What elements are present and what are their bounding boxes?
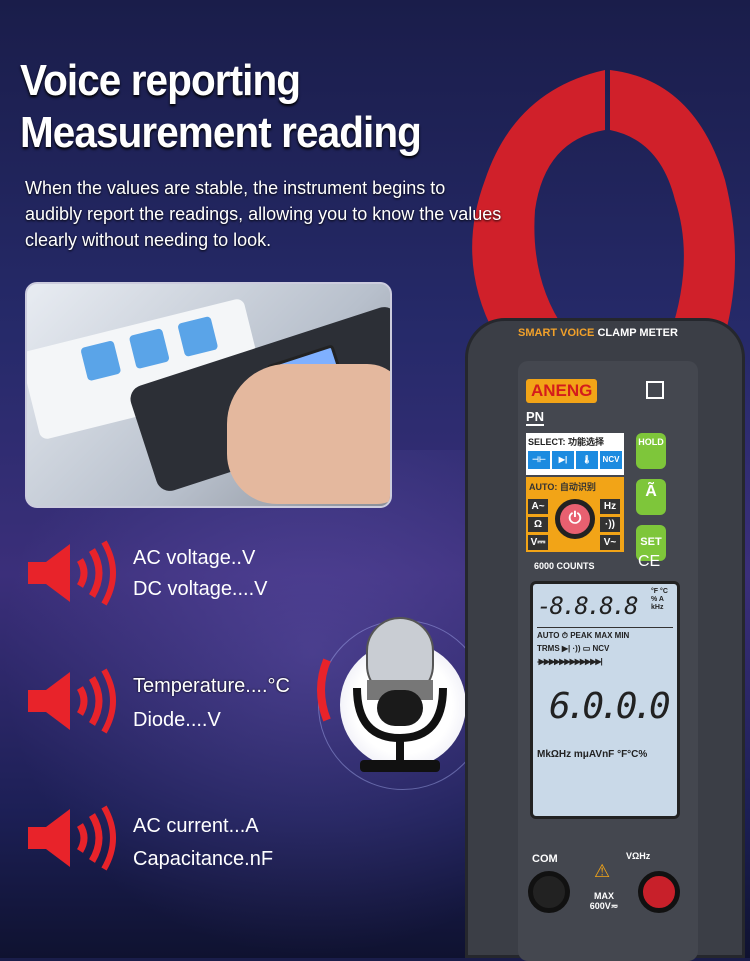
headline: Voice reporting Measurement reading — [20, 55, 422, 159]
clamp-meter: SMART VOICE CLAMP METER ANENG PN SELECT:… — [465, 318, 745, 961]
usage-photo — [25, 282, 392, 508]
header-white: CLAMP METER — [597, 327, 678, 339]
double-insulation-icon — [646, 381, 664, 399]
lcd-top: -8.8.8.8 °F °C % A kHz — [537, 588, 673, 628]
hand — [227, 364, 390, 504]
feature-label: AC voltage..V — [133, 547, 256, 569]
main-reading: 6.0.0.0 — [549, 686, 671, 727]
v-label: VΩHz — [626, 851, 651, 861]
headline-line-1: Voice reporting — [20, 56, 301, 105]
capacitance-icon: ⊣⊢ — [528, 451, 550, 469]
v-jack[interactable] — [638, 871, 680, 913]
feature-label: DC voltage....V — [133, 578, 268, 600]
top-reading: -8.8.8.8 — [537, 592, 639, 620]
select-label: SELECT: 功能选择 — [528, 437, 605, 447]
mode-tag: ·)) — [600, 517, 620, 532]
speaker-icon — [28, 668, 116, 734]
counts-label: 6000 COUNTS — [534, 561, 595, 571]
feature-label: Capacitance.nF — [133, 848, 274, 870]
meter-face: ANENG PN SELECT: 功能选择 ⊣⊢ ▶| 🌡 NCV AUTO: … — [518, 361, 698, 961]
ce-mark: CE — [638, 553, 661, 570]
speaker-icon — [28, 540, 116, 606]
current-button[interactable]: Ã — [636, 479, 666, 515]
lcd-row-1: AUTO ⏱ PEAK MAX MIN — [537, 631, 630, 640]
hold-button[interactable]: HOLD — [636, 433, 666, 469]
select-panel: SELECT: 功能选择 ⊣⊢ ▶| 🌡 NCV — [526, 433, 624, 475]
warning-icon: ⚠ — [594, 861, 611, 881]
top-units: °F °C % A kHz — [651, 588, 668, 611]
com-jack[interactable] — [528, 871, 570, 913]
feature-label: Temperature....°C — [133, 675, 290, 697]
mode-tag: Hz — [600, 499, 620, 514]
bargraph: -▶▶▶▶▶▶▶▶▶▶▶▶| — [537, 657, 603, 666]
power-icon: ⏻ — [568, 510, 582, 527]
max-label: MAX 600V≂ — [589, 891, 619, 911]
diode-icon: ▶| — [552, 451, 574, 469]
mode-tag: V⎓ — [528, 535, 548, 550]
brand-logo: ANENG — [526, 379, 598, 403]
com-label: COM — [532, 853, 558, 865]
auto-panel: AUTO: 自动识别 A~ Ω V⎓ Hz ·)) V~ ⏻ — [526, 477, 624, 552]
header-orange: SMART VOICE — [518, 327, 595, 339]
model-label: PN — [526, 409, 545, 426]
mode-tag: A~ — [528, 499, 548, 514]
set-button[interactable]: SET — [636, 525, 666, 561]
ncv-icon: NCV — [600, 451, 622, 469]
auto-label: AUTO: 自动识别 — [529, 482, 596, 492]
feature-label: AC current...A — [133, 815, 259, 837]
headline-line-2: Measurement reading — [20, 108, 422, 157]
description: When the values are stable, the instrume… — [25, 178, 502, 250]
clamp-jaw — [472, 70, 735, 335]
thermometer-icon: 🌡 — [576, 451, 598, 469]
feature-label: Diode....V — [133, 709, 221, 731]
speaker-icon — [28, 805, 116, 871]
power-button[interactable]: ⏻ — [555, 499, 595, 539]
lcd-display: -8.8.8.8 °F °C % A kHz AUTO ⏱ PEAK MAX M… — [530, 581, 680, 819]
mode-tag: Ω — [528, 517, 548, 532]
bottom-units: MkΩHz mμAVnF °F°C% — [537, 749, 648, 760]
microphone-icon — [317, 617, 483, 772]
mode-tag: V~ — [600, 535, 620, 550]
lcd-row-2: TRMS ▶| ·)) ▭ NCV — [537, 644, 610, 653]
meter-header: SMART VOICE CLAMP METER — [518, 327, 678, 339]
